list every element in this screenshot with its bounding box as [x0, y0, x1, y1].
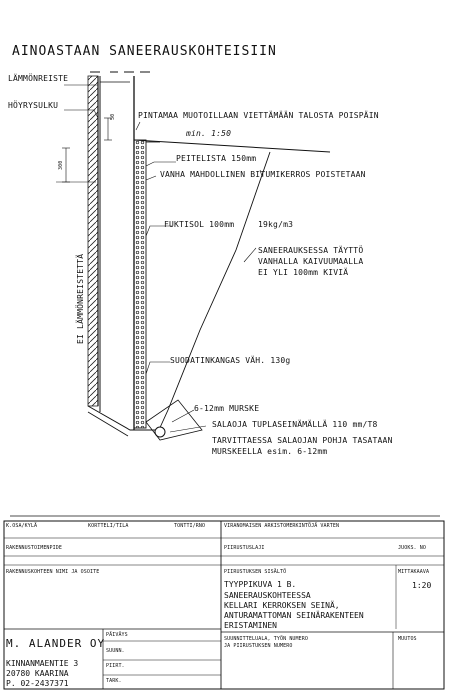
- tb-content-line-5: ERISTAMINEN: [224, 621, 277, 630]
- label-taytto-2: VANHALLA KAIVUUMAALLA: [258, 257, 364, 266]
- tb-mittakaava: MITTAKAAVA: [398, 569, 430, 575]
- label-hoyrysulku: HÖYRYSULKU: [8, 101, 59, 110]
- tb-kosa-kyla: K.OSA/KYLÄ: [6, 523, 38, 529]
- label-paino: 19kg/m3: [258, 220, 294, 229]
- label-kaltevuus: min. 1:50: [186, 129, 232, 138]
- ground-surface: [133, 139, 331, 153]
- drain-pipe: [154, 426, 166, 438]
- tb-paivays: PÄIVÄYS: [106, 632, 128, 638]
- tb-content-line-1: TYYPPIKUVA 1 B.: [224, 580, 297, 589]
- tb-piirustuslaji: PIIRUSTUSLAJI: [224, 545, 265, 551]
- tb-rakennustoimenpide: RAKENNUSTOIMENPIDE: [6, 545, 62, 551]
- label-taytto-1: SANEERAUKSESSA TÄYTTÖ: [258, 246, 364, 255]
- label-pintamaa: PINTAMAA MUOTOILLAAN VIETTÄMÄÄN TALOSTA …: [138, 111, 379, 120]
- tb-muutos: MUUTOS: [398, 636, 417, 642]
- tb-address-line-2: 20780 KAARINA: [6, 669, 69, 678]
- tb-viranomaisen: VIRANOMAISEN ARKISTOMERKINTÖJÄ VARTEN: [224, 523, 340, 529]
- tb-firm-name: M. ALANDER OY: [6, 637, 106, 650]
- tb-address-line-1: KINNANMAENTIE 3: [6, 659, 79, 668]
- label-tarvittaessa-1: TARVITTAESSA SALAOJAN POHJA TASATAAN: [212, 436, 393, 445]
- tb-content-line-3: KELLARI KERROKSEN SEINÄ,: [224, 601, 340, 610]
- interior-insulation: [87, 75, 99, 407]
- tb-suunn: SUUNN.: [106, 648, 125, 654]
- fuktisol-layer: [133, 139, 147, 429]
- tb-kortteli-tila: KORTTELI/TILA: [88, 523, 129, 529]
- tb-piirustuksen-sisalto: PIIRUSTUKSEN SISÄLTÖ: [224, 569, 287, 575]
- label-lammoneriste: LÄMMÖNREISTE: [8, 74, 69, 83]
- drawing-title: AINOASTAAN SANEERAUSKOHTEISIIN: [12, 44, 277, 59]
- label-fuktisol: FUKTISOL 100mm: [164, 220, 235, 229]
- tb-content-line-2: SANEERAUSKOHTEESSA: [224, 591, 311, 600]
- tb-tark: TARK.: [106, 678, 122, 684]
- label-salaoja: SALAOJA TUPLASEINÄMÄLLÄ 110 mm/T8: [212, 420, 378, 429]
- label-taytto-3: EI YLI 100mm KIVIÄ: [258, 268, 349, 277]
- label-tarvittaessa-2: MURSKEELLA esim. 6-12mm: [212, 447, 328, 456]
- label-bitumi: VANHA MAHDOLLINEN BITUMIKERROS POISTETAA…: [160, 170, 366, 179]
- tb-suunnittelu: SUUNNITTELUALA, TYÖN NUMERO: [224, 636, 308, 642]
- label-ei-lammoneristetta: EI LÄMMÖNREISTETTÄ: [76, 253, 85, 344]
- backfill-boundary: [157, 151, 271, 433]
- tb-juoks-no: JUOKS. NO: [398, 545, 426, 551]
- label-peitelista: PEITELISTA 150mm: [176, 154, 257, 163]
- tb-scale: 1:20: [412, 581, 432, 590]
- tb-content-line-4: ANTURAMATTOMAN SEINÄRAKENTEEN: [224, 611, 364, 620]
- tb-tontti-rno: TONTTI/RNO: [174, 523, 206, 529]
- dimension-50: 50: [110, 113, 116, 120]
- title-block-grid: [3, 520, 445, 690]
- label-murske: 6-12mm MURSKE: [194, 404, 260, 413]
- dimension-300: 300: [58, 160, 64, 170]
- tb-piirustuksen-numero: JA PIIRUSTUKSEN NUMERO: [224, 643, 293, 649]
- tb-piirt: PIIRT.: [106, 663, 125, 669]
- label-suodatin: SUODATINKANGAS VÄH. 130g: [170, 356, 291, 365]
- tb-rakennuskohde: RAKENNUSKOHTEEN NIMI JA OSOITE: [6, 569, 100, 575]
- tb-address-line-3: P. 02-2437371: [6, 679, 69, 688]
